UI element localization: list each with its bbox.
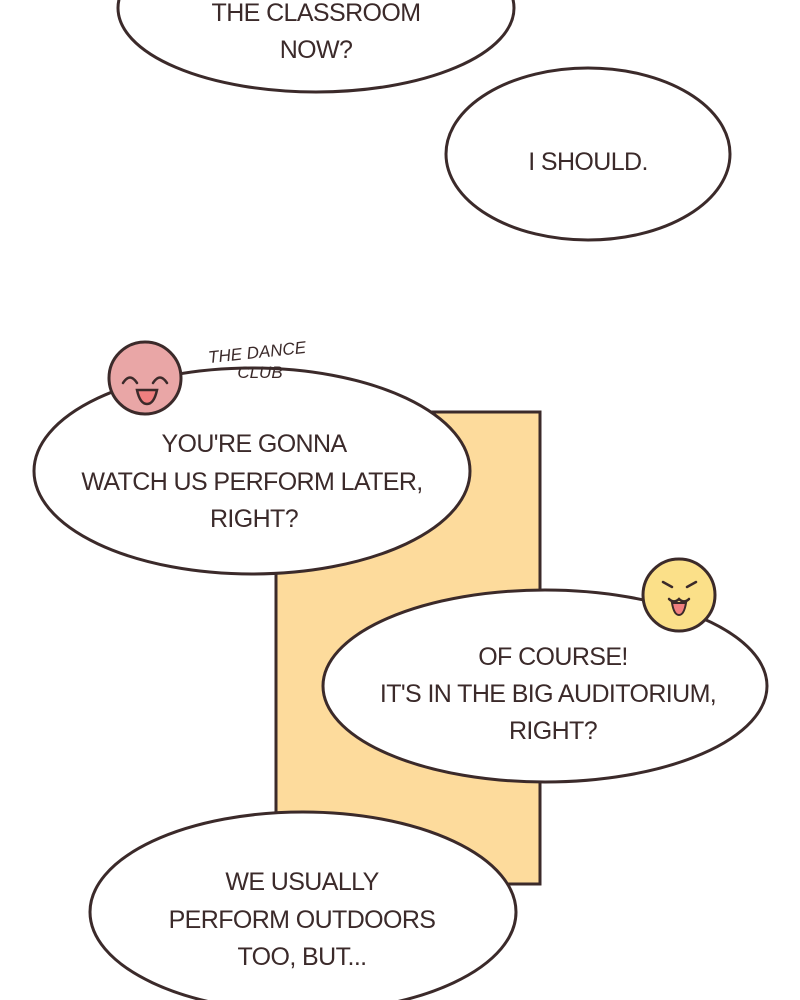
bubble-text: PERFORM OUTDOORS [169,906,436,934]
bubble-text: RIGHT? [509,717,597,745]
bubble-text: WE USUALLY [225,868,379,896]
bubble-text: WATCH US PERFORM LATER, [81,468,422,496]
speech-bubble-3: YOU'RE GONNA WATCH US PERFORM LATER, RIG… [32,366,472,576]
bubble-text: OF COURSE! [478,643,628,671]
bubble-text: THE CLASSROOM [212,0,421,27]
bubble-text: I SHOULD. [528,148,648,176]
bubble-text: RIGHT? [210,505,298,533]
speech-bubble-5: WE USUALLY PERFORM OUTDOORS TOO, BUT... [88,810,518,1000]
bubble-text: TOO, BUT... [237,943,366,971]
smiling-pink-face-icon [107,340,183,416]
bubble-text: NOW? [280,36,353,64]
speech-bubble-2: I SHOULD. [444,66,732,242]
speech-bubble-4: OF COURSE! IT'S IN THE BIG AUDITORIUM, R… [321,588,769,784]
grinning-yellow-face-icon [641,557,717,633]
bubble-text: YOU'RE GONNA [161,430,347,458]
speech-bubble-1: THE CLASSROOM NOW? [116,0,516,94]
speaker-label-line2: CLUB [237,363,282,382]
bubble-text: IT'S IN THE BIG AUDITORIUM, [380,680,716,708]
